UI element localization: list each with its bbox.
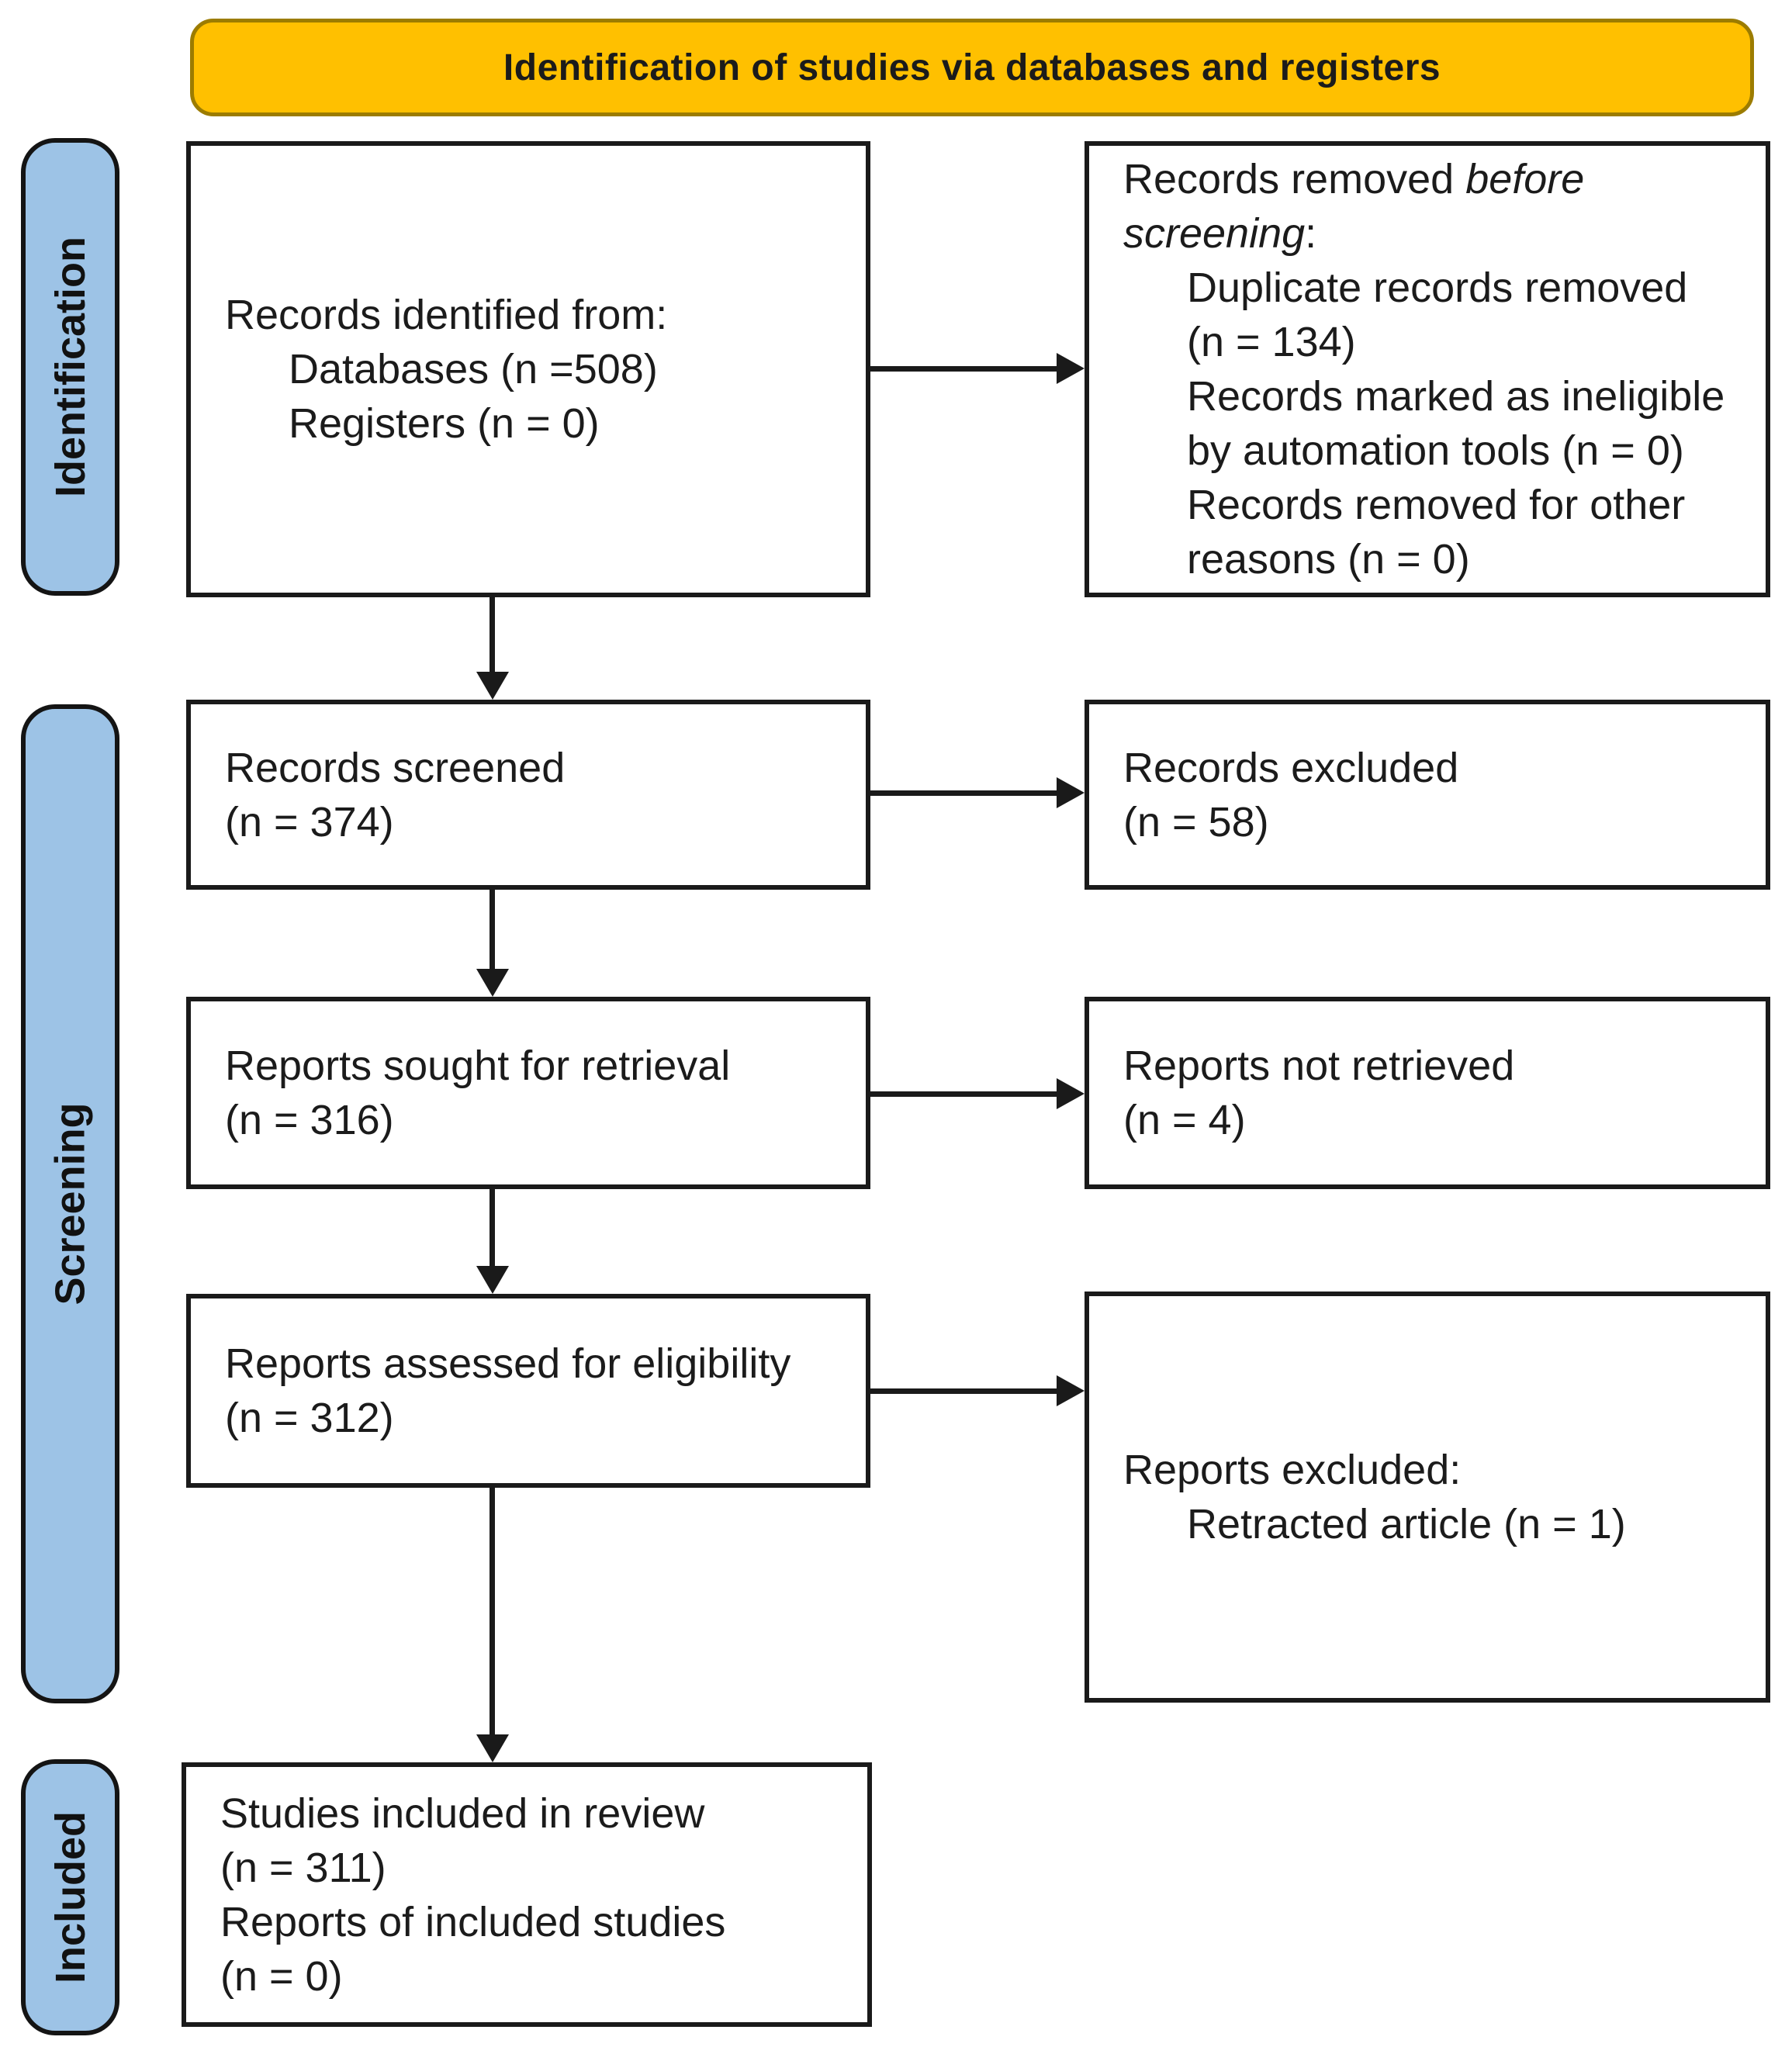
- box-heading: Reports excluded:: [1123, 1447, 1462, 1493]
- box-item: Databases (n =508): [289, 346, 658, 392]
- flow-banner: Identification of studies via databases …: [190, 19, 1754, 116]
- box-text-line: Reports not retrieved: [1123, 1043, 1515, 1089]
- box-heading: Records identified from:: [225, 292, 668, 338]
- box-item: Retracted article (n = 1): [1187, 1501, 1626, 1547]
- arrow-identified-to-removed: [870, 353, 1085, 384]
- box-records-screened: Records screened (n = 374): [186, 700, 870, 890]
- box-studies-included: Studies included in review (n = 311) Rep…: [182, 1762, 872, 2027]
- box-item: Duplicate records removed (n = 134): [1187, 265, 1688, 365]
- box-count-line: (n = 311): [220, 1844, 386, 1891]
- box-text-line: Reports of included studies: [220, 1898, 726, 1945]
- arrow-sought-to-assessed: [476, 1189, 509, 1294]
- stage-label-screening: Screening: [47, 1102, 94, 1305]
- box-heading: Records removed before screening:: [1123, 152, 1744, 261]
- stage-label-identification: Identification: [47, 237, 94, 497]
- box-reports-excluded: Reports excluded: Retracted article (n =…: [1085, 1292, 1770, 1703]
- stage-label-included: Included: [47, 1810, 94, 1984]
- box-item: Records removed for other reasons (n = 0…: [1187, 482, 1686, 583]
- box-count-line: (n = 374): [225, 798, 394, 845]
- heading-text: Records removed: [1123, 156, 1466, 202]
- arrow-assessed-to-excluded: [870, 1375, 1085, 1406]
- box-reports-not-retrieved: Reports not retrieved (n = 4): [1085, 997, 1770, 1189]
- arrow-screened-to-sought: [476, 890, 509, 997]
- banner-title: Identification of studies via databases …: [503, 47, 1441, 88]
- box-text-line: Reports sought for retrieval: [225, 1043, 731, 1089]
- box-reports-sought: Reports sought for retrieval (n = 316): [186, 997, 870, 1189]
- box-text-line: Studies included in review: [220, 1789, 705, 1837]
- arrow-assessed-to-included: [476, 1488, 509, 1762]
- box-text-line: Reports assessed for eligibility: [225, 1340, 791, 1387]
- box-count-line: (n = 58): [1123, 798, 1269, 845]
- heading-colon: :: [1305, 210, 1317, 257]
- box-count-line: (n = 316): [225, 1097, 394, 1143]
- arrow-identified-to-screened: [476, 597, 509, 700]
- box-reports-assessed: Reports assessed for eligibility (n = 31…: [186, 1294, 870, 1488]
- box-item: Registers (n = 0): [289, 400, 600, 447]
- box-count-line: (n = 312): [225, 1395, 394, 1441]
- box-item: Records marked as ineligible by automati…: [1187, 373, 1725, 474]
- box-count-line: (n = 4): [1123, 1097, 1246, 1143]
- arrow-screened-to-excluded: [870, 777, 1085, 808]
- arrow-sought-to-not-retrieved: [870, 1078, 1085, 1109]
- heading-italic-text: before screening: [1123, 156, 1585, 257]
- stage-bar-identification: Identification: [21, 138, 119, 596]
- box-text-line: Records excluded: [1123, 744, 1459, 791]
- stage-bar-included: Included: [21, 1759, 119, 2035]
- box-records-identified: Records identified from: Databases (n =5…: [186, 141, 870, 597]
- box-count-line: (n = 0): [220, 1952, 343, 2000]
- box-text-line: Records screened: [225, 744, 566, 791]
- box-records-excluded: Records excluded (n = 58): [1085, 700, 1770, 890]
- box-records-removed-before-screening: Records removed before screening: Duplic…: [1085, 141, 1770, 597]
- stage-bar-screening: Screening: [21, 704, 119, 1703]
